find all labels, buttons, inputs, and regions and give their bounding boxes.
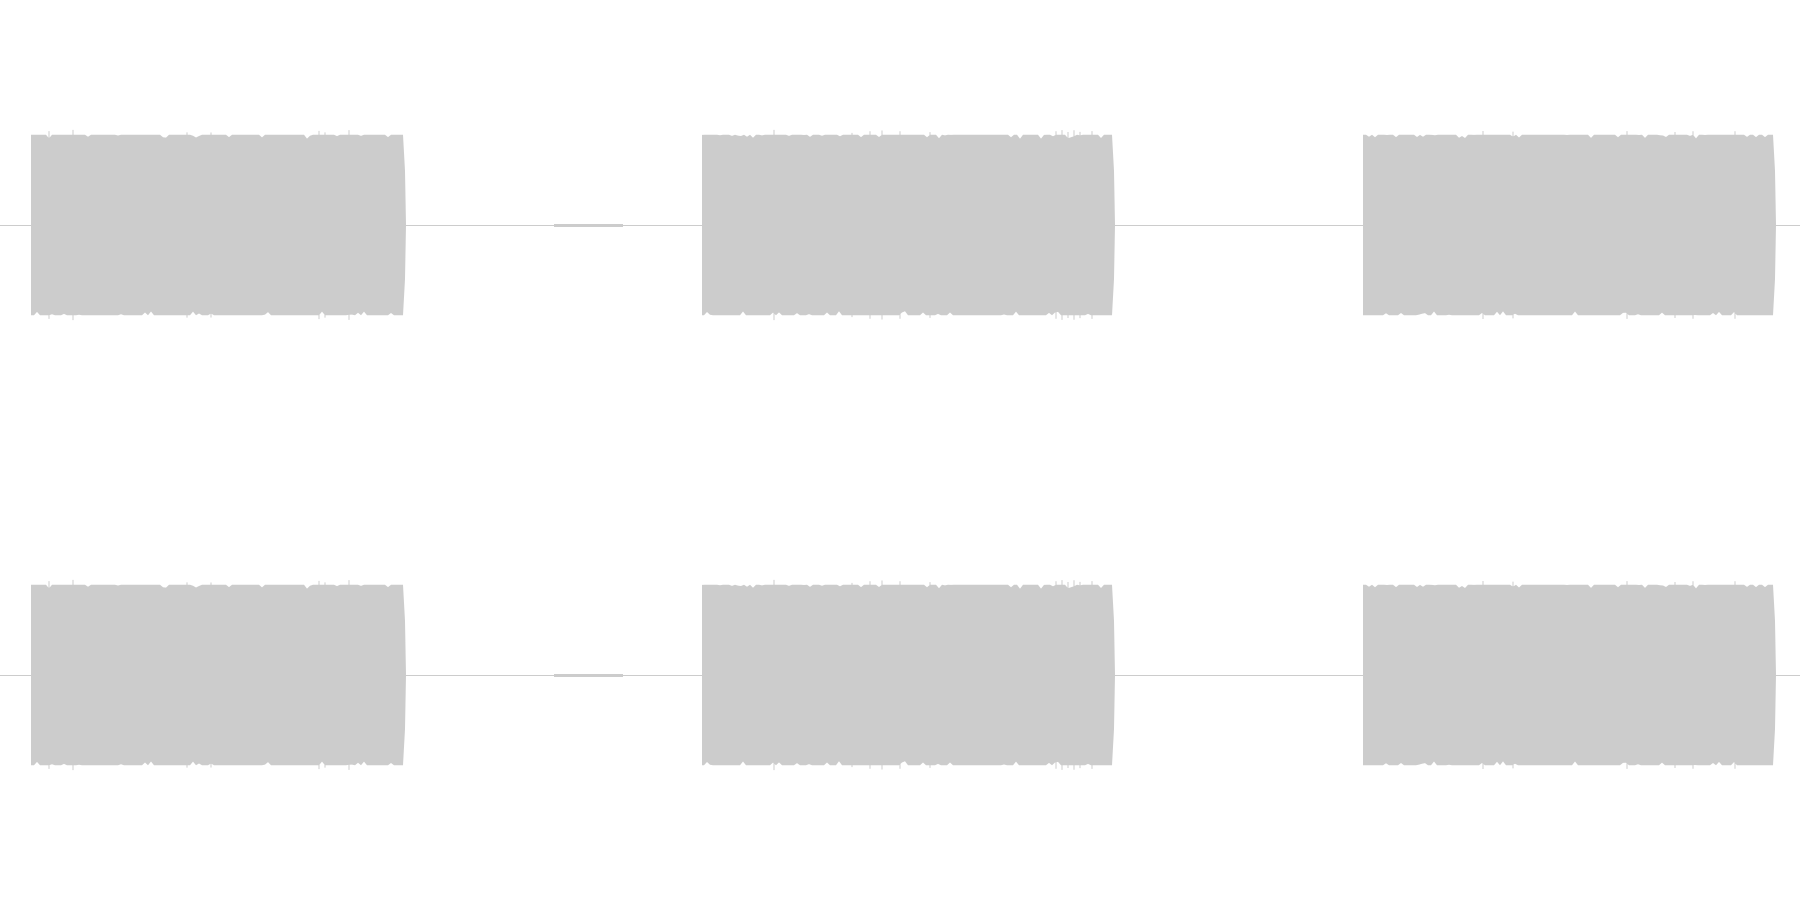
waveform-burst bbox=[1363, 134, 1776, 316]
waveform-channel-2 bbox=[0, 579, 1800, 771]
waveform-burst bbox=[31, 134, 406, 316]
waveform-channel-1 bbox=[0, 129, 1800, 321]
waveform-blip bbox=[554, 674, 623, 677]
waveform-burst bbox=[1363, 584, 1776, 766]
waveform-blip bbox=[554, 224, 623, 227]
waveform-burst bbox=[702, 584, 1115, 766]
waveform-burst bbox=[702, 134, 1115, 316]
waveform-burst bbox=[31, 584, 406, 766]
